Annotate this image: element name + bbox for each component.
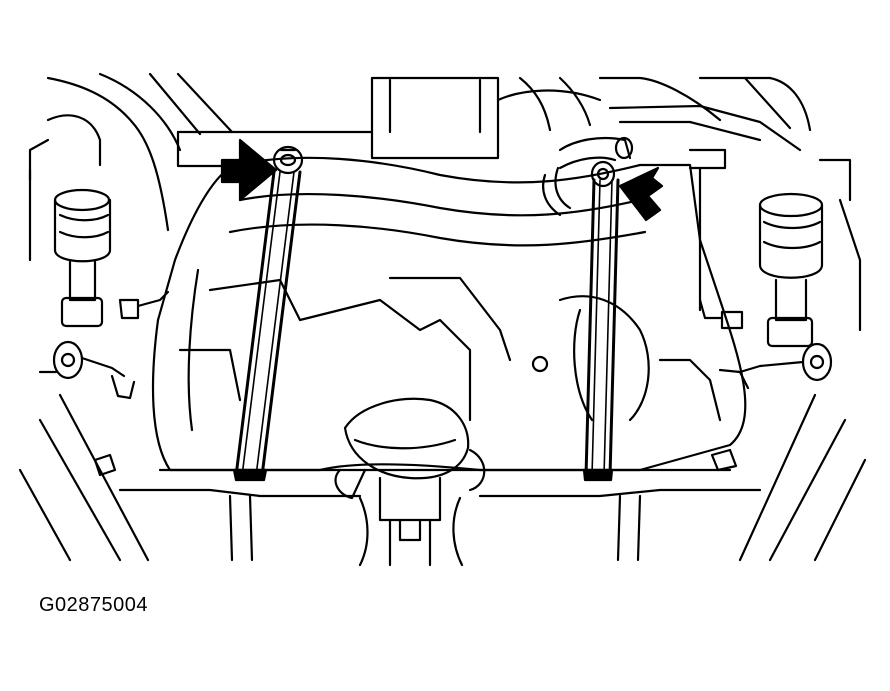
fuel-tank [118,156,762,562]
brake-lines [110,290,750,400]
left-fuel-tank-strap [232,145,304,482]
left-strap-bolt [272,145,304,175]
right-strap-bolt [590,160,616,188]
right-shock-absorber [738,192,833,382]
center-driveshaft [334,397,486,567]
lower-frame-rails [18,393,867,562]
left-pointer-arrow [220,138,278,202]
left-shock-absorber [38,188,126,380]
right-fuel-tank-strap [582,160,620,482]
figure-code: G02875004 [39,594,149,616]
chassis-frame [28,72,862,332]
right-pointer-arrow [618,166,664,222]
